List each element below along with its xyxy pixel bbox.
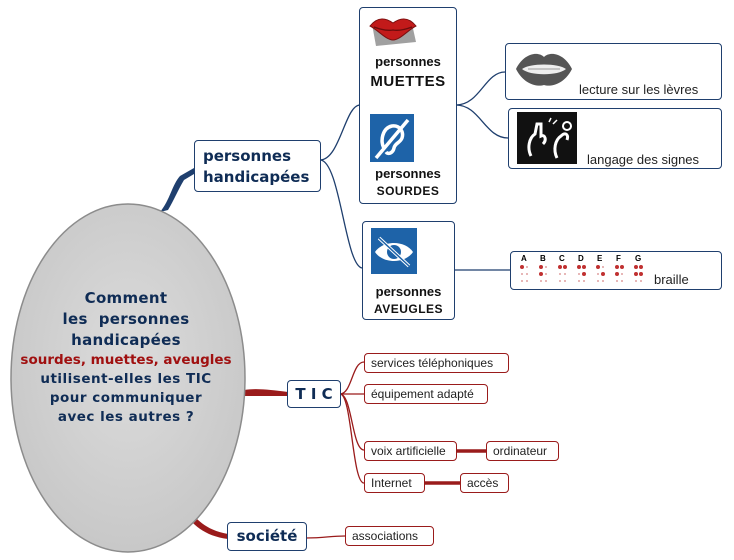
leaf-braille-label: braille: [654, 272, 689, 287]
braille-letter-d: D: [578, 254, 584, 263]
central-line-6: pour communiquer: [49, 390, 203, 406]
tic-internet[interactable]: Internet: [364, 473, 425, 493]
braille-letter-b: B: [540, 254, 546, 263]
muettes-label-1: personnes: [375, 54, 441, 69]
tic-ordinateur-label: ordinateur: [493, 444, 548, 458]
central-line-5: utilisent-elles les TIC: [40, 371, 212, 387]
leaf-braille[interactable]: A B C D E F G: [510, 251, 722, 290]
tic-acces[interactable]: accès: [460, 473, 509, 493]
lips-icon: [369, 18, 417, 46]
braille-alphabet-image: A B C D E F G: [519, 254, 649, 288]
card-muettes-sourdes[interactable]: personnes MUETTES personnes SOURDES: [359, 7, 457, 204]
topic-personnes-handicapees[interactable]: personnes handicapées: [194, 140, 321, 192]
topic-societe-label: société: [236, 527, 298, 545]
sign-language-icon: [517, 112, 577, 164]
societe-associations[interactable]: associations: [345, 526, 434, 546]
aveugles-label-2: AVEUGLES: [373, 302, 444, 316]
leaf-levres-label: lecture sur les lèvres: [579, 82, 699, 97]
societe-associations-label: associations: [352, 529, 419, 543]
visually-impaired-icon: [371, 228, 417, 274]
tic-services-telephoniques[interactable]: services téléphoniques: [364, 353, 509, 373]
central-line-7: avec les autres ?: [57, 409, 195, 425]
sourdes-label-2: SOURDES: [376, 184, 440, 198]
central-line-4: sourdes, muettes, aveugles: [20, 352, 232, 368]
topic-tic[interactable]: T I C: [287, 380, 341, 408]
muettes-label-2: MUETTES: [370, 73, 446, 90]
central-topic-ellipse: [10, 203, 246, 553]
topic-societe[interactable]: société: [227, 522, 307, 551]
tic-equipement-label: équipement adapté: [371, 387, 474, 401]
mouth-icon: [516, 53, 572, 86]
aveugles-label-1: personnes: [375, 284, 442, 299]
leaf-signes-label: langage des signes: [587, 152, 700, 167]
topic-tic-label: T I C: [295, 385, 333, 403]
tic-equipement-adapte[interactable]: équipement adapté: [364, 384, 488, 404]
braille-dots: [520, 265, 643, 282]
braille-letter-a: A: [521, 254, 527, 263]
braille-letter-c: C: [559, 254, 565, 263]
central-topic-text: Comment les personnes handicapées sourde…: [8, 288, 244, 427]
braille-letter-g: G: [635, 254, 642, 263]
card-aveugles[interactable]: personnes AVEUGLES: [362, 221, 455, 320]
tic-internet-label: Internet: [371, 476, 412, 490]
tic-voix-label: voix artificielle: [371, 444, 446, 458]
leaf-langage-signes[interactable]: langage des signes: [508, 108, 722, 169]
central-line-2: les personnes: [62, 310, 190, 328]
tic-acces-label: accès: [467, 476, 499, 490]
sourdes-label-1: personnes: [375, 166, 441, 181]
tic-voix-artificielle[interactable]: voix artificielle: [364, 441, 457, 461]
braille-letter-f: F: [616, 254, 621, 263]
topic-handicapees-line2: handicapées: [203, 168, 310, 186]
braille-letter-e: E: [597, 254, 603, 263]
hearing-impaired-icon: [370, 114, 414, 162]
tic-ordinateur[interactable]: ordinateur: [486, 441, 559, 461]
tic-services-label: services téléphoniques: [371, 356, 494, 370]
topic-handicapees-line1: personnes: [203, 147, 292, 165]
central-line-3: handicapées: [71, 331, 181, 349]
central-line-1: Comment: [84, 289, 168, 307]
leaf-lecture-levres[interactable]: lecture sur les lèvres: [505, 43, 722, 100]
